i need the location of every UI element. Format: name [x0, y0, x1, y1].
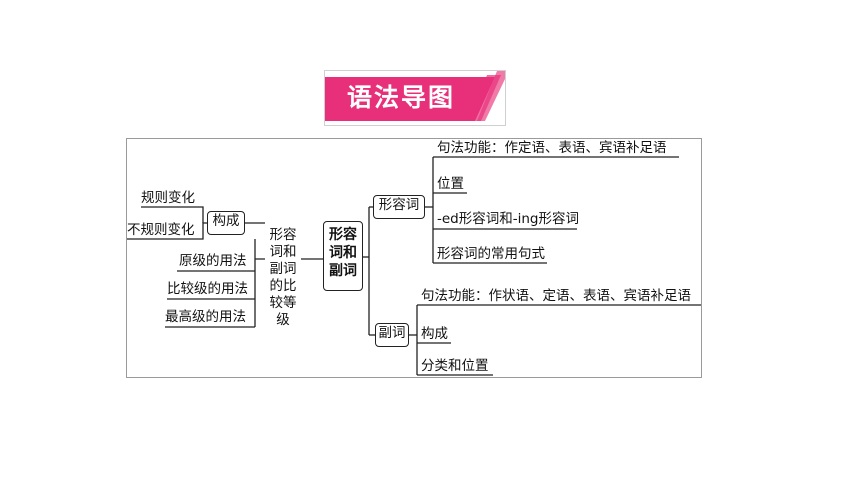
item-regular-change: 规则变化 [141, 190, 195, 206]
item-comparative-usage: 比较级的用法 [167, 281, 248, 297]
section-banner: 语法导图 [324, 70, 506, 126]
node-adjective: 形容词 [373, 195, 425, 219]
adjective-item-position: 位置 [437, 176, 464, 192]
node-formation: 构成 [207, 211, 245, 235]
adverb-item-formation: 构成 [421, 326, 448, 342]
grammar-mind-map: 规则变化 不规则变化 构成 原级的用法 比较级的用法 最高级的用法 形容词和副词… [126, 138, 702, 378]
adjective-item-sentence-patterns: 形容词的常用句式 [437, 246, 545, 262]
adverb-item-classification: 分类和位置 [421, 358, 489, 374]
node-center: 形容词和副词 [323, 221, 363, 291]
banner-title: 语法导图 [347, 83, 456, 112]
node-comparison-degrees: 形容词和副词的比较等级 [265, 223, 301, 328]
adjective-item-ed-ing: -ed形容词和-ing形容词 [437, 211, 579, 227]
connector-lines [127, 156, 701, 376]
item-superlative-usage: 最高级的用法 [165, 309, 246, 325]
banner-background [325, 71, 505, 121]
adjective-item-syntax: 句法功能：作定语、表语、宾语补足语 [437, 140, 667, 156]
item-irregular-change: 不规则变化 [127, 222, 195, 238]
item-positive-usage: 原级的用法 [179, 253, 247, 269]
adverb-item-syntax: 句法功能：作状语、定语、表语、宾语补足语 [421, 288, 691, 304]
node-adverb: 副词 [375, 323, 409, 347]
